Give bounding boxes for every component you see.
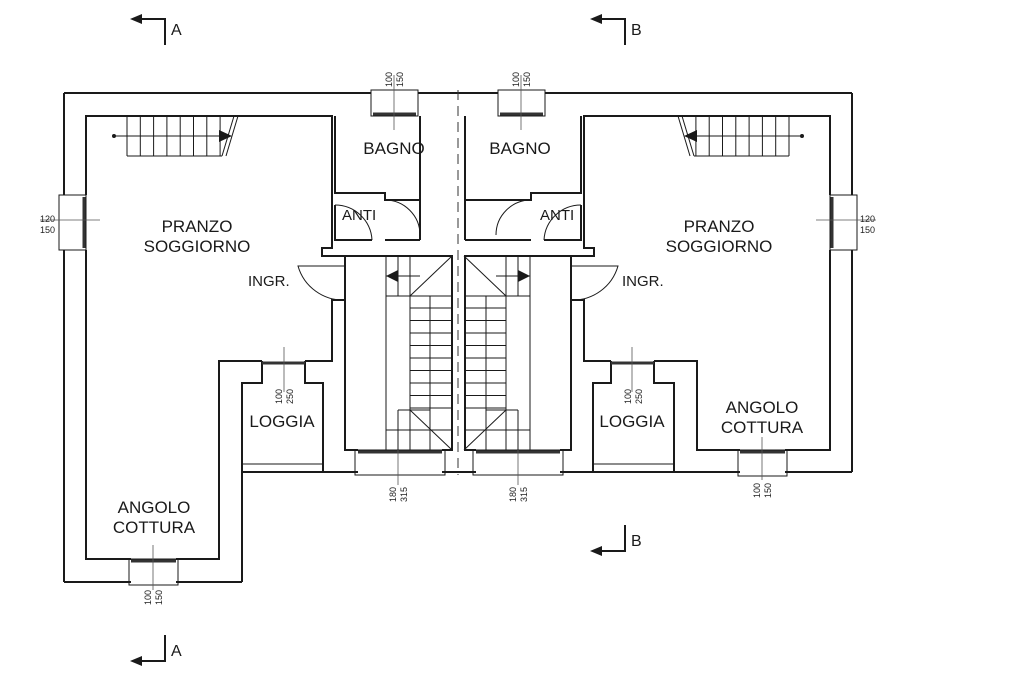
dim-bath-left-1: 100 [384,72,394,87]
dim-loggia-right-1: 100 [623,389,633,404]
stair-direction-arrow [219,130,232,142]
room-label-soggiorno-left: SOGGIORNO [144,237,251,256]
stair-tread [463,409,507,451]
dim-west-1: 120 [40,214,55,224]
stair-start-dot [112,134,116,138]
stair-right-living [677,115,804,157]
stair-tread [409,255,453,297]
room-label-cottura-left: COTTURA [113,518,196,537]
section-mark-b-bottom: B [590,525,642,556]
stair-tread [409,409,453,451]
dim-west-2: 150 [40,225,55,235]
section-label-a-top: A [171,22,182,39]
dim-kitchen-right-2: 150 [763,483,773,498]
dim-loggia-right-2: 250 [634,389,644,404]
dim-stair-right-2: 315 [519,487,529,502]
stair-left-hall [385,255,453,451]
dim-stair-left-1: 180 [388,487,398,502]
dim-loggia-left-1: 100 [274,389,284,404]
room-label-bagno-left: BAGNO [363,139,424,158]
section-label-b-bottom: B [631,533,642,550]
dim-bath-right-1: 100 [511,72,521,87]
section-mark-b-top: B [590,14,642,45]
section-mark-a-top: A [130,14,182,45]
section-label-a-bottom: A [171,643,182,660]
dim-kitchen-left-1: 100 [143,590,153,605]
doors [297,199,619,301]
room-label-loggia-right: LOGGIA [599,412,665,431]
stair-right-hall [463,255,531,451]
room-label-ingr-right: INGR. [622,273,664,290]
dim-bath-right-2: 150 [522,72,532,87]
stair-direction-arrow [386,270,398,282]
dim-kitchen-left-2: 150 [154,590,164,605]
stair-direction-arrow [518,270,530,282]
room-label-soggiorno-right: SOGGIORNO [666,237,773,256]
dim-kitchen-right-1: 100 [752,483,762,498]
room-label-bagno-right: BAGNO [489,139,550,158]
room-label-anti-right: ANTI [540,207,574,224]
stair-left-living [112,115,239,157]
outer-walls [63,92,853,583]
dim-stair-left-2: 315 [399,487,409,502]
dim-east-2: 150 [860,225,875,235]
room-label-angolo-right: ANGOLO [726,398,799,417]
section-mark-a-bottom: A [130,635,182,666]
stair-start-dot [800,134,804,138]
dim-east-1: 120 [860,214,875,224]
room-label-anti-left: ANTI [342,207,376,224]
room-label-pranzo-right: PRANZO [684,217,755,236]
room-label-loggia-left: LOGGIA [249,412,315,431]
dim-bath-left-2: 150 [395,72,405,87]
room-label-ingr-left: INGR. [248,273,290,290]
dim-loggia-left-2: 250 [285,389,295,404]
stair-direction-arrow [684,130,697,142]
section-label-b-top: B [631,22,642,39]
dim-stair-right-1: 180 [508,487,518,502]
room-label-cottura-right: COTTURA [721,418,804,437]
stair-tread [463,255,507,297]
room-label-angolo-left: ANGOLO [118,498,191,517]
room-label-pranzo-left: PRANZO [162,217,233,236]
